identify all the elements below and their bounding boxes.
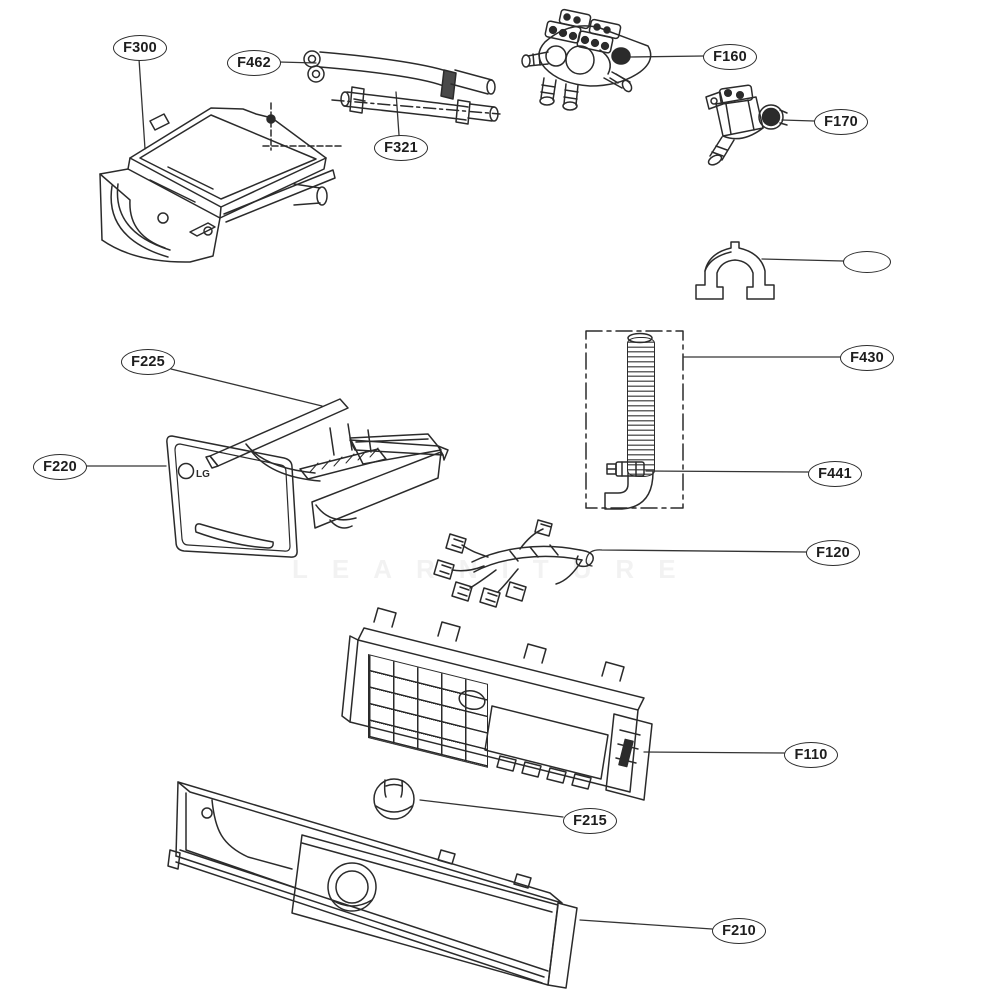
leader-F462	[278, 61, 317, 64]
part-dispenser-assembly	[99, 102, 343, 263]
part-control-board	[341, 607, 653, 801]
leader-F300	[138, 58, 146, 150]
callout-F225[interactable]: F225	[121, 349, 175, 375]
callout-label: F120	[816, 545, 850, 561]
part-control-panel	[167, 781, 578, 989]
leader-F120	[585, 549, 807, 567]
callout-label: F215	[573, 813, 607, 829]
part-inlet-hoses	[303, 50, 501, 125]
leader-F110	[643, 751, 785, 754]
leader-lines	[84, 55, 844, 930]
part-knob	[373, 778, 415, 820]
callout-label: F110	[794, 747, 828, 763]
leader-F441	[645, 470, 809, 473]
callout-F110[interactable]: F110	[784, 742, 838, 768]
callout-F160[interactable]: F160	[703, 44, 757, 70]
callout-F441[interactable]: F441	[808, 461, 862, 487]
callout-label: F321	[384, 140, 418, 156]
leader-F170	[781, 119, 815, 122]
callout-label: F210	[722, 923, 756, 939]
callout-F120[interactable]: F120	[806, 540, 860, 566]
leader-F321	[395, 91, 400, 136]
part-inlet-valve-assembly	[521, 8, 652, 111]
lg-logo: LG	[196, 469, 210, 480]
callout-F430[interactable]: F430	[840, 345, 894, 371]
part-corrugated-hose	[585, 330, 684, 510]
leader-F215	[419, 799, 564, 818]
leader-blank	[761, 258, 844, 262]
callout-F215[interactable]: F215	[563, 808, 617, 834]
leader-F160	[629, 55, 704, 58]
callout-label: F220	[43, 459, 77, 475]
part-drawer: LG	[166, 398, 449, 558]
leader-F210	[579, 919, 713, 930]
callout-F321[interactable]: F321	[374, 135, 428, 161]
part-hose-guide-bracket	[695, 241, 775, 300]
part-wire-harness	[433, 519, 594, 608]
callout-F300[interactable]: F300	[113, 35, 167, 61]
callout-label: F225	[131, 354, 165, 370]
leader-F225	[170, 368, 323, 407]
part-inlet-valve-single	[705, 84, 788, 166]
corrugated-hose-texture	[627, 337, 655, 477]
callout-F462[interactable]: F462	[227, 50, 281, 76]
callout-F220[interactable]: F220	[33, 454, 87, 480]
callout-F170[interactable]: F170	[814, 109, 868, 135]
callout-F210[interactable]: F210	[712, 918, 766, 944]
callout-label: F160	[713, 49, 747, 65]
hose-clamp	[615, 461, 645, 477]
callout-label: F170	[824, 114, 858, 130]
lg-logo-circle	[177, 462, 195, 480]
callout-label: F300	[123, 40, 157, 56]
drawer-rail-left	[209, 398, 349, 467]
callout-label: F462	[237, 55, 271, 71]
callout-blank[interactable]	[843, 251, 891, 273]
callout-label: F430	[850, 350, 884, 366]
callout-label: F441	[818, 466, 852, 482]
